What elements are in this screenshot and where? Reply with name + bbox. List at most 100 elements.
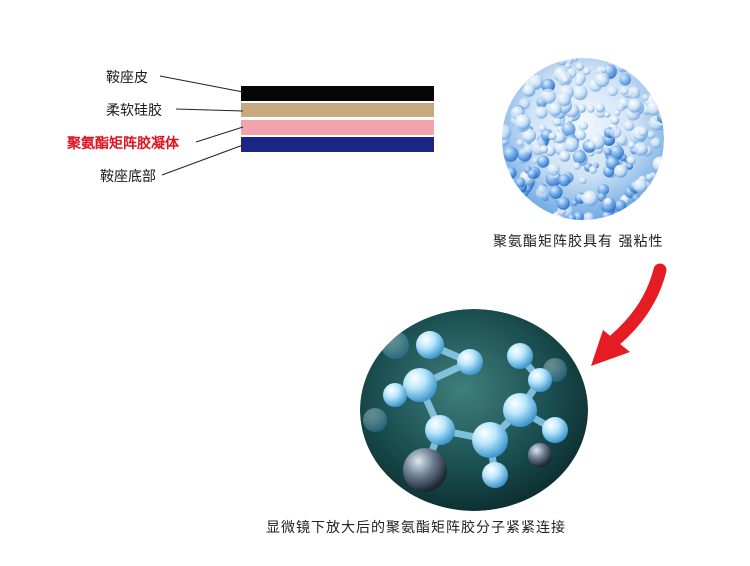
gel-bead: [564, 58, 574, 65]
gel-bead: [619, 73, 632, 86]
gel-bead: [567, 214, 576, 220]
gel-bead: [627, 98, 642, 113]
gel-bead: [557, 92, 571, 107]
gel-bead: [505, 167, 517, 179]
gel-bead: [652, 156, 664, 172]
gel-bead: [650, 137, 662, 149]
gel-bead: [618, 62, 627, 71]
gel-bead: [562, 76, 570, 84]
gel-bead: [609, 126, 622, 139]
gel-bead: [558, 174, 571, 187]
gel-bead: [522, 84, 536, 97]
gel-bead: [502, 124, 512, 141]
gel-bead: [548, 102, 562, 117]
gel-bead: [571, 200, 578, 206]
gel-bead: [541, 78, 555, 93]
layer-label-saddle-base: 鞍座底部: [100, 169, 156, 185]
gel-bead: [626, 163, 634, 170]
gel-bead: [515, 177, 526, 188]
gel-bead: [583, 67, 591, 75]
layer-bar-saddle-base: [241, 137, 434, 152]
gel-bead: [627, 86, 641, 100]
gel-bead: [587, 141, 596, 150]
gel-bead: [539, 145, 549, 154]
gel-bead: [536, 185, 550, 200]
gel-bead: [587, 105, 595, 113]
layer-label-saddle-skin: 鞍座皮: [106, 70, 148, 86]
gel-bead: [623, 120, 635, 131]
gel-bead: [638, 126, 648, 137]
leader-line-saddle-skin: [159, 75, 244, 93]
gel-bead: [595, 103, 605, 113]
gel-bead: [594, 72, 610, 88]
gel-bead: [619, 86, 629, 96]
gel-bead: [627, 156, 636, 165]
gel-bead: [536, 155, 550, 168]
gel-bead: [603, 147, 612, 156]
gel-bead: [547, 163, 560, 176]
gel-bead: [579, 176, 587, 185]
microscope-caption: 显微镜下放大后的聚氨酯矩阵胶分子紧紧连接: [266, 520, 566, 536]
gel-bead: [553, 131, 566, 144]
gel-bead: [597, 183, 610, 196]
gel-bead: [578, 121, 589, 131]
gel-property-caption: 聚氨酯矩阵胶具有 强粘性: [493, 234, 664, 250]
gel-bead: [567, 116, 574, 123]
gel-bead: [582, 190, 598, 207]
gel-bead: [603, 197, 613, 207]
gel-bead: [556, 196, 570, 210]
gel-bead: [575, 62, 584, 71]
molecule-photo: [360, 309, 588, 511]
layer-label-soft-silicone: 柔软硅胶: [106, 103, 162, 119]
gel-bead: [633, 141, 648, 156]
layer-bar-saddle-skin: [241, 86, 434, 101]
gel-bead: [564, 137, 579, 152]
gel-bead: [607, 85, 618, 97]
gel-bead: [642, 94, 649, 101]
gel-bead: [600, 66, 607, 74]
gel-bead: [645, 173, 653, 181]
gel-bead: [572, 85, 588, 101]
gel-bead: [575, 77, 584, 87]
gel-bead: [516, 139, 524, 147]
layer-bar-soft-silicone: [241, 103, 434, 117]
gel-beads-photo: [502, 58, 664, 220]
gel-bead: [577, 104, 587, 113]
gel-bead: [561, 122, 576, 137]
gel-bead: [502, 146, 519, 162]
gel-bead: [614, 164, 628, 178]
gel-bead: [614, 199, 627, 212]
gel-bead: [631, 193, 641, 203]
red-arrow-icon: [591, 263, 667, 366]
gel-bead: [656, 110, 664, 124]
gel-bead: [616, 103, 625, 112]
gel-bead: [609, 145, 624, 160]
gel-bead: [583, 212, 594, 220]
gel-bead: [559, 150, 571, 162]
gel-bead: [610, 115, 620, 125]
gel-bead: [573, 162, 581, 170]
gel-bead: [572, 150, 587, 164]
gel-bead: [548, 132, 557, 141]
gel-bead: [633, 178, 648, 193]
gel-bead: [627, 141, 636, 149]
gel-bead: [565, 62, 572, 69]
gel-bead: [515, 114, 531, 130]
gel-bead: [522, 128, 537, 143]
layer-label-polyurethane-gel: 聚氨酯矩阵胶凝体: [67, 136, 179, 152]
gel-bead: [540, 88, 557, 104]
gel-bead: [553, 117, 562, 127]
gel-bead: [532, 157, 539, 164]
gel-bead: [604, 111, 611, 118]
gel-bead: [549, 185, 563, 199]
leader-line-polyurethane-gel: [195, 126, 244, 143]
gel-bead: [647, 131, 655, 139]
layer-bar-polyurethane-gel: [241, 120, 434, 135]
leader-line-soft-silicone: [175, 108, 244, 112]
gel-bead: [614, 109, 621, 116]
gel-bead: [535, 106, 548, 119]
leader-line-saddle-base: [161, 144, 244, 176]
gel-bead: [527, 169, 538, 179]
